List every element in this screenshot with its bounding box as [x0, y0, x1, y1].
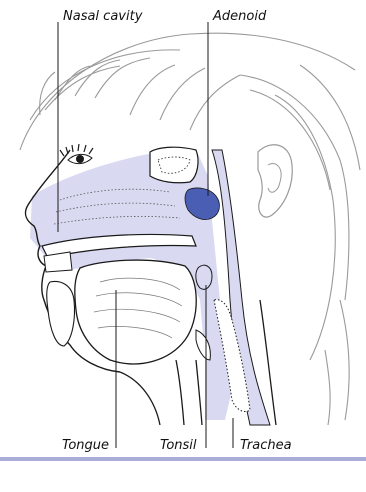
- label-trachea: Trachea: [240, 438, 292, 453]
- label-tonsil: Tonsil: [160, 438, 197, 453]
- label-adenoid: Adenoid: [213, 9, 266, 24]
- label-tongue: Tongue: [62, 438, 109, 453]
- tongue-shape: [75, 260, 196, 364]
- upper-teeth: [44, 252, 72, 272]
- label-nasal-cavity: Nasal cavity: [63, 9, 142, 24]
- bottom-divider: [0, 457, 366, 461]
- ear: [258, 145, 292, 217]
- eye: [60, 144, 93, 164]
- lower-jaw: [47, 282, 75, 346]
- tonsil-tissue: [196, 265, 212, 289]
- trachea-tube: [176, 360, 202, 425]
- sphenoid-bone: [150, 147, 198, 183]
